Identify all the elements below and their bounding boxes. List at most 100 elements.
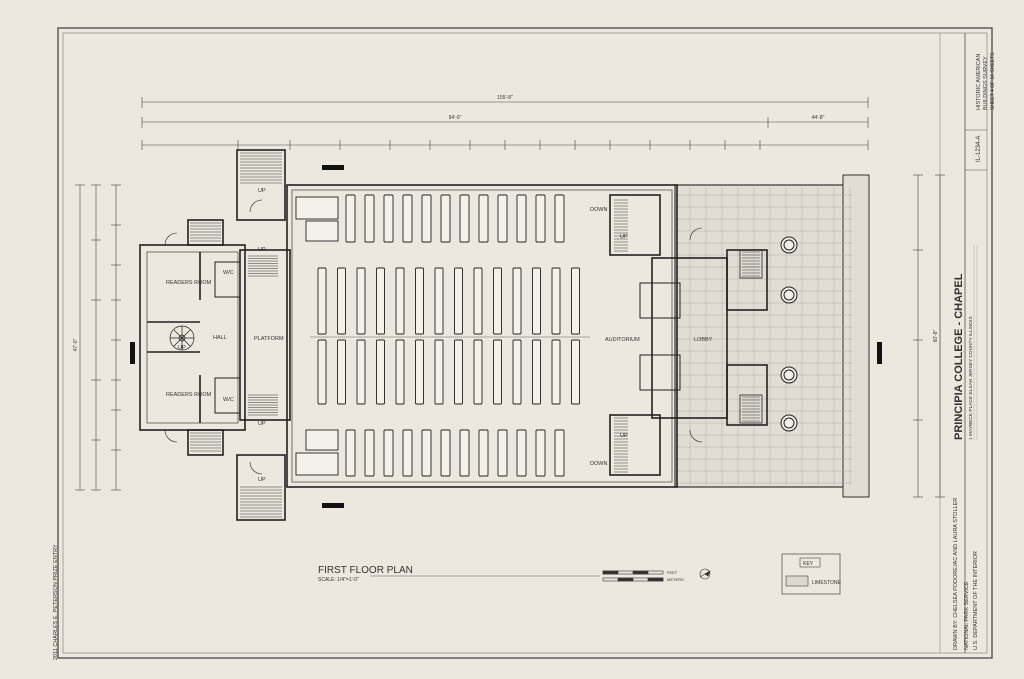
pew-side-south <box>516 429 527 477</box>
pew-main-north <box>317 267 327 335</box>
pew-main-north <box>571 267 580 335</box>
pew-main-north <box>376 267 385 335</box>
prize-entry-note: 2011 CHARLES E. PETERSON PRIZE ENTRY <box>53 544 59 660</box>
pew-side-south <box>478 429 489 477</box>
pew-side-south <box>554 429 565 477</box>
dim-overall: 155'-8" <box>497 95 513 101</box>
pew-main-north <box>551 267 561 335</box>
pew-side-south <box>383 429 394 477</box>
survey-label-2: BUILDINGS SURVEY <box>983 56 989 110</box>
room-labels: READERS ROOM READERS ROOM W/C W/C HALL P… <box>166 188 713 483</box>
pew-side-north <box>554 194 565 243</box>
pew-main-south <box>337 339 346 405</box>
pew-side-south <box>345 429 356 477</box>
label-readers-room-bottom: READERS ROOM <box>166 392 212 398</box>
pew-side-north <box>535 194 546 243</box>
pew-side-north <box>421 194 432 243</box>
label-down-top: DOWN <box>590 207 607 213</box>
pew-main-south <box>473 339 483 405</box>
north-arrow-icon <box>699 568 711 580</box>
pew-side-south <box>459 429 470 477</box>
pew-main-south <box>356 339 366 405</box>
pew-side-north <box>516 194 527 243</box>
pew-side-north <box>364 194 375 243</box>
left-dimensions <box>75 184 121 491</box>
pew-side-south <box>364 429 375 477</box>
label-up-4: UP <box>258 421 266 427</box>
label-auditorium: AUDITORIUM <box>605 337 640 343</box>
pew-main-north <box>473 267 483 335</box>
pew-main-south <box>434 339 444 405</box>
label-up-1: UP <box>258 188 266 194</box>
pew-main-south <box>512 339 522 405</box>
dim-right-overall: 60'-8" <box>933 329 939 342</box>
label-wc-bottom: W/C <box>223 397 234 403</box>
scale-feet-label: FEET <box>667 570 678 575</box>
label-platform: PLATFORM <box>254 336 284 342</box>
pew-main-south <box>317 339 327 405</box>
pew-side-north <box>402 194 413 243</box>
label-up-3: UP <box>258 247 266 253</box>
key-limestone-label: LIMESTONE <box>812 580 841 586</box>
limestone-terrace <box>674 174 870 498</box>
pew-side-north <box>440 194 451 243</box>
label-up-7: UP <box>620 433 628 439</box>
pew-main-south <box>532 339 541 405</box>
pew-main-south <box>376 339 385 405</box>
label-down-bottom: DOWN <box>590 461 607 467</box>
scale-meters-label: METERS <box>667 577 684 582</box>
label-wc-top: W/C <box>223 270 234 276</box>
key-legend <box>781 553 841 595</box>
pew-side-south <box>440 429 451 477</box>
pew-side-north <box>345 194 356 243</box>
pew-main-south <box>551 339 561 405</box>
pew-side-north <box>459 194 470 243</box>
pew-main-north <box>454 267 463 335</box>
pew-side-south <box>402 429 413 477</box>
agency-label-2: U.S. DEPARTMENT OF THE INTERIOR <box>973 551 979 650</box>
pew-main-north <box>532 267 541 335</box>
drawing-address: 1 MAYBECK PLACE ELSAH JERSEY COUNTY ILLI… <box>968 316 974 440</box>
label-hall: HALL <box>213 335 227 341</box>
pew-main-south <box>415 339 424 405</box>
top-dimensions <box>141 97 869 150</box>
pew-side-south <box>497 429 508 477</box>
key-title: KEY <box>803 561 814 567</box>
pews <box>317 194 580 477</box>
label-up-6: UP <box>620 234 628 240</box>
pew-side-north <box>497 194 508 243</box>
label-readers-room-top: READERS ROOM <box>166 280 212 286</box>
section-markers <box>130 165 882 508</box>
drawing-title: PRINCIPIA COLLEGE - CHAPEL <box>953 273 965 440</box>
dim-right: 44'-8" <box>812 115 825 121</box>
pew-side-north <box>383 194 394 243</box>
pew-side-south <box>421 429 432 477</box>
pew-main-north <box>337 267 346 335</box>
pew-main-north <box>434 267 444 335</box>
plan-scale: SCALE: 1/4"=1'-0" <box>318 577 359 583</box>
stair-treads <box>190 152 760 518</box>
survey-label-1: HISTORIC AMERICAN <box>976 54 982 110</box>
pew-main-south <box>571 339 580 405</box>
spiral-stair <box>169 325 195 351</box>
pew-main-south <box>395 339 405 405</box>
right-dimensions <box>913 174 945 498</box>
pew-main-north <box>512 267 522 335</box>
choir-seating <box>295 196 339 476</box>
building-walls <box>139 149 768 521</box>
agency-label-1: NATIONAL PARK SERVICE <box>964 581 970 650</box>
portico-columns <box>780 236 798 432</box>
dim-left-overall: 47'-0" <box>73 338 79 351</box>
label-up-5: UP <box>178 345 186 351</box>
sheet-number: SHEET 4 OF 16 SHEETS <box>990 52 996 110</box>
inner-border <box>62 32 988 654</box>
habs-number: IL-1234-A <box>976 136 982 162</box>
scale-bar <box>602 570 664 582</box>
dim-main: 94'-0" <box>449 115 462 121</box>
drawn-by-credit: DRAWN BY: CHELSEA PODOREJAC AND LAURA ST… <box>953 498 959 650</box>
label-lobby: LOBBY <box>694 337 713 343</box>
title-block: HISTORIC AMERICAN BUILDINGS SURVEY SHEET… <box>939 33 996 653</box>
pew-side-south <box>535 429 546 477</box>
pew-main-north <box>415 267 424 335</box>
